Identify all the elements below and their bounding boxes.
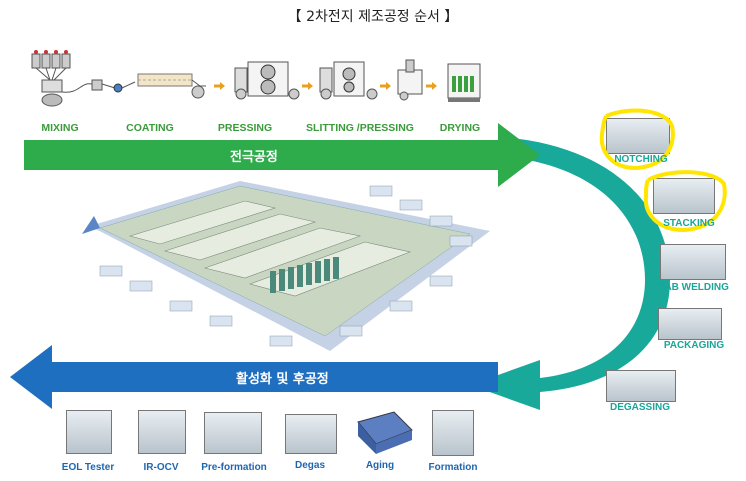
ir-ocv-machine-image xyxy=(138,410,186,454)
electrode-band-arrow xyxy=(24,123,540,187)
eol-tester-machine-image xyxy=(66,410,112,454)
pressing-machine-icon xyxy=(234,61,313,100)
step-label-pressing: PRESSING xyxy=(217,122,273,134)
step-label-mixing: MIXING xyxy=(41,122,79,134)
step-label-drying: DRYING xyxy=(439,122,481,134)
stacking-machine-image xyxy=(653,178,715,214)
step-label-tab-welding: TAB WELDING xyxy=(659,282,729,293)
step-label-aging: Aging xyxy=(365,460,395,471)
step-label-formation: Formation xyxy=(428,462,478,473)
degas-machine-image xyxy=(285,414,337,454)
aging-rack-image xyxy=(357,411,413,454)
mixing-machine-icon xyxy=(31,50,136,107)
formation-band-label: 활성화 및 후공정 xyxy=(236,372,329,387)
drying-machine-icon xyxy=(447,63,481,102)
step-label-ir-ocv: IR-OCV xyxy=(143,462,179,473)
step-label-pre-formation: Pre-formation xyxy=(201,462,267,473)
step-label-stacking: STACKING xyxy=(663,218,715,229)
step-label-eol-tester: EOL Tester xyxy=(61,462,115,473)
step-label-degassing: DEGASSING xyxy=(609,402,670,413)
notching-machine-image xyxy=(606,118,670,154)
packaging-machine-image xyxy=(658,308,722,340)
assembly-arc-arrow xyxy=(470,137,670,410)
tab-welding-machine-image xyxy=(660,244,726,280)
step-label-notching: NOTCHING xyxy=(614,154,668,165)
factory-floor-illustration xyxy=(82,181,490,351)
degassing-machine-image xyxy=(606,370,676,402)
page-title: 【 2차전지 제조공정 순서 】 xyxy=(287,9,459,25)
stacking-highlight xyxy=(643,170,727,233)
slitting-machine-icon xyxy=(319,59,437,101)
step-label-degas: Degas xyxy=(294,460,325,471)
step-label-slitting-pressing: SLITTING /PRESSING xyxy=(306,122,414,134)
pre-formation-machine-image xyxy=(204,412,262,454)
step-label-packaging: PACKAGING xyxy=(663,340,725,351)
electrode-band-label: 전극공정 xyxy=(230,150,278,165)
notching-highlight xyxy=(599,108,675,171)
formation-band-arrow xyxy=(10,345,498,409)
formation-machine-image xyxy=(432,410,474,456)
coating-machine-icon xyxy=(137,73,225,99)
assembly-vertical-label: 조립공정 xyxy=(616,234,628,309)
electrode-process-illustrations xyxy=(31,50,481,107)
step-label-coating: COATING xyxy=(126,122,174,134)
